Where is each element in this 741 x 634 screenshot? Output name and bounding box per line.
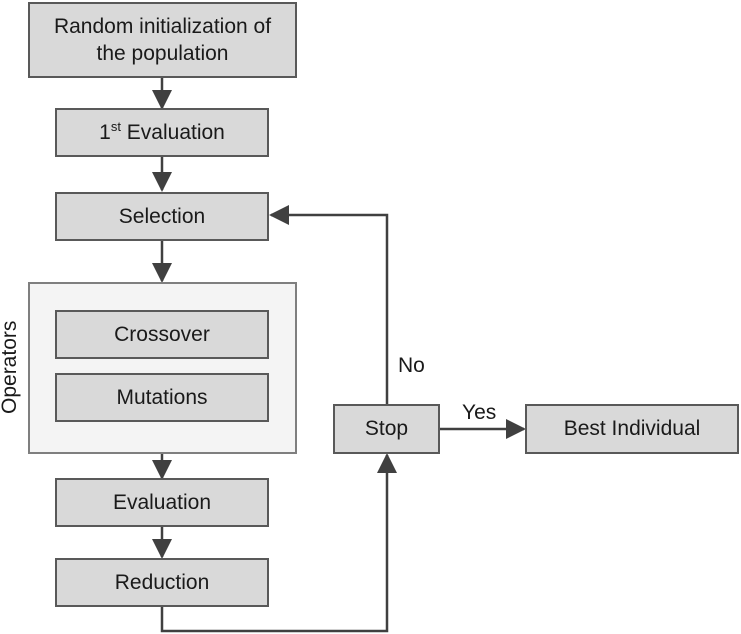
selection-label: Selection xyxy=(118,204,206,228)
evaluation-label: Evaluation xyxy=(112,490,212,514)
best-individual-node: Best Individual xyxy=(525,404,739,454)
first-evaluation-label: 1st Evaluation xyxy=(99,119,225,146)
mutations-label: Mutations xyxy=(116,385,208,409)
edge-label-no: No xyxy=(398,354,425,377)
first-evaluation-text: Evaluation xyxy=(120,120,225,144)
first-evaluation-node: 1st Evaluation xyxy=(55,108,269,157)
stop-label: Stop xyxy=(364,417,409,441)
crossover-label: Crossover xyxy=(114,322,210,346)
reduction-label: Reduction xyxy=(114,570,210,594)
operators-group-label: Operators xyxy=(0,320,21,414)
init-population-line2: the population xyxy=(96,42,229,65)
stop-node: Stop xyxy=(333,404,440,454)
crossover-node: Crossover xyxy=(55,310,269,359)
selection-node: Selection xyxy=(55,192,269,241)
arrow-stop-no-to-selection xyxy=(269,205,389,404)
edge-label-yes: Yes xyxy=(462,401,497,424)
init-population-line1: Random initialization of xyxy=(53,14,272,38)
evaluation-node: Evaluation xyxy=(55,478,269,527)
operators-group xyxy=(28,282,297,454)
mutations-node: Mutations xyxy=(55,373,269,422)
reduction-node: Reduction xyxy=(55,558,269,607)
first-evaluation-superscript: st xyxy=(110,118,121,134)
best-individual-label: Best Individual xyxy=(563,417,701,441)
init-population-node: Random initialization of the population xyxy=(28,2,297,78)
arrow-reduction-to-stop xyxy=(160,453,397,633)
first-evaluation-ordinal: 1 xyxy=(99,120,111,144)
